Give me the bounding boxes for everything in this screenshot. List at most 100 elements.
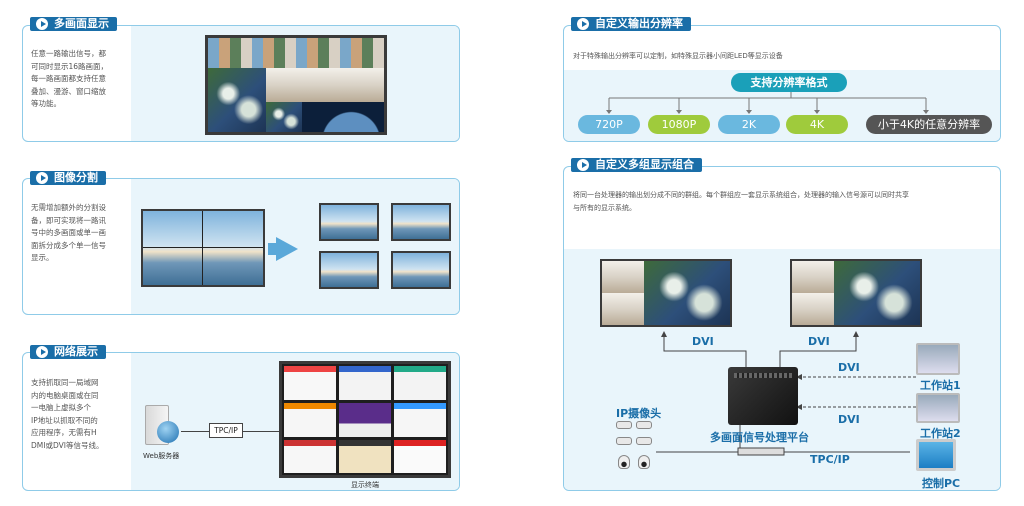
wall-tile [792, 293, 834, 325]
desc-line: 面拆分成多个单一信号 [31, 240, 106, 250]
chassis-vent [734, 373, 792, 378]
dvi-input-1-label: DVI [838, 361, 860, 374]
wall-tile-satellite [644, 261, 730, 325]
desc-multi-display: 任意一路输出信号，都 可同时显示16路画面， 每一路画面都支持任意 叠加、漫游、… [31, 48, 108, 111]
tag-display-groups: 自定义多组显示组合 [571, 158, 702, 172]
play-icon [36, 18, 48, 30]
camera-icon [636, 437, 652, 445]
dvi-input-2-label: DVI [838, 413, 860, 426]
satellite-view-2 [266, 102, 302, 132]
earth-view [302, 102, 384, 132]
tag-network-display: 网络展示 [30, 345, 106, 359]
desc-line: 与所有的显示系统。 [573, 204, 636, 212]
camera-icon [636, 421, 652, 429]
desc-line: 可同时显示16路画面， [31, 61, 109, 71]
processor-chassis-icon [728, 367, 798, 425]
split-tile-1 [319, 203, 379, 241]
tile-image [321, 253, 377, 287]
ip-camera-label: IP摄像头 [616, 407, 662, 420]
web-tile [284, 440, 336, 473]
web-tile [339, 366, 391, 400]
wall-tile [792, 261, 834, 293]
tile-image [321, 205, 377, 239]
desc-line: 支持抓取同一局域网 [31, 378, 99, 387]
resolution-tree-lines [606, 92, 929, 114]
desc-line: 号中的多画面或单一画 [31, 228, 106, 237]
topology-lines [656, 331, 916, 456]
tag-custom-resolution: 自定义输出分辨率 [571, 17, 691, 31]
wall-tile [602, 261, 644, 293]
tag-label: 自定义多组显示组合 [595, 158, 694, 171]
source-screen [141, 209, 265, 287]
arrow-right-icon [276, 237, 298, 261]
display-terminal [279, 361, 451, 478]
desc-line: IP地址以抓取不同的 [31, 415, 98, 425]
desc-line: 等功能。 [31, 99, 61, 108]
panel-display-groups: DVI DVI DVI DVI TPC/IP 多画面信号处理平台 IP摄像头 工… [563, 166, 1001, 491]
web-server-label: Web服务器 [143, 452, 180, 460]
play-icon [36, 172, 48, 184]
play-icon [36, 346, 48, 358]
bridge-image [143, 211, 263, 285]
desc-line: 一电脑上虚拟多个 [31, 403, 91, 412]
panel-network-display: Web服务器 TPC/IP 显示终端 [22, 352, 460, 491]
desc-display-groups: 将同一台处理器的输出划分成不同的群组。每个群组应一套显示系统组合，处理器的输入信… [573, 189, 909, 215]
tag-multi-display: 多画面显示 [30, 17, 117, 31]
desc-line: 将同一台处理器的输出划分成不同的群组。每个群组应一套显示系统组合，处理器的输入信… [573, 191, 909, 199]
control-pc-icon [916, 439, 956, 471]
desc-custom-resolution: 对于特殊输出分辨率可以定制，如特殊显示器小间距LED等显示设备 [573, 52, 783, 60]
wall-tile-satellite [834, 261, 920, 325]
meeting-room-view [266, 68, 384, 102]
tag-label: 自定义输出分辨率 [595, 17, 683, 30]
split-line [143, 247, 263, 248]
format-720p: 720P [578, 115, 640, 134]
desc-line: 叠加、漫游、窗口缩放 [31, 86, 106, 96]
panel-multi-display [22, 25, 460, 142]
split-tile-3 [319, 251, 379, 289]
desc-network-display: 支持抓取同一局域网 内的电脑桌面或在同 一电脑上虚拟多个 IP地址以抓取不同的 … [31, 377, 103, 452]
format-1080p: 1080P [648, 115, 710, 134]
play-icon [577, 159, 589, 171]
play-icon [577, 18, 589, 30]
tag-label: 多画面显示 [54, 17, 109, 30]
split-tile-2 [391, 203, 451, 241]
arrow-tail [268, 243, 278, 255]
workstation-1-label: 工作站1 [920, 379, 961, 392]
tcp-ip-label: TPC/IP [810, 453, 850, 466]
video-wall-left [600, 259, 732, 327]
web-tile [339, 403, 391, 437]
processor-label: 多画面信号处理平台 [710, 431, 809, 444]
resolution-heading: 支持分辨率格式 [731, 73, 847, 92]
dome-camera-icon [618, 455, 630, 469]
workstation-2-label: 工作站2 [920, 427, 961, 440]
desc-line: 备，即可实现将一路讯 [31, 215, 106, 225]
tag-image-split: 图像分割 [30, 171, 106, 185]
tag-label: 网络展示 [54, 345, 98, 358]
video-wall-right [790, 259, 922, 327]
panel-image-split [22, 178, 460, 315]
format-2k: 2K [718, 115, 780, 134]
desc-line: 内的电脑桌面或在同 [31, 390, 99, 400]
tile-image [393, 253, 449, 287]
dvi-right-label: DVI [808, 335, 830, 348]
display-terminal-label: 显示终端 [351, 481, 379, 489]
format-4k: 4K [786, 115, 848, 134]
tcp-ip-badge: TPC/IP [209, 423, 243, 438]
desc-line: 任意一路输出信号，都 [31, 49, 106, 58]
tile-image [393, 205, 449, 239]
web-tile [339, 440, 391, 473]
video-wall-monitor [205, 35, 387, 135]
camera-icon [616, 421, 632, 429]
camera-icon [616, 437, 632, 445]
format-custom: 小于4K的任意分辨率 [866, 115, 992, 134]
desc-line: 显示。 [31, 253, 54, 262]
web-tile [394, 403, 446, 437]
globe-icon [157, 421, 179, 443]
web-tile [284, 403, 336, 437]
control-pc-label: 控制PC [922, 477, 961, 490]
web-tile [394, 440, 446, 473]
split-tile-4 [391, 251, 451, 289]
web-tile [394, 366, 446, 400]
dome-camera-icon [638, 455, 650, 469]
workstation-1-icon [916, 343, 960, 375]
